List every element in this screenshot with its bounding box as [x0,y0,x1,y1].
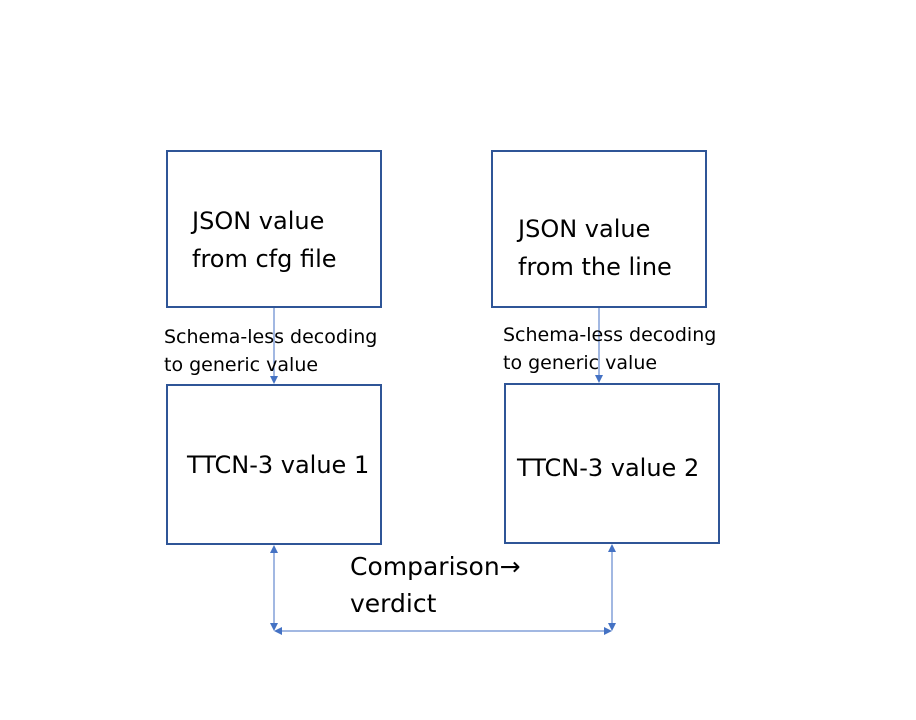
ttcn-value-1-label: TTCN-3 value 1 [187,451,370,479]
decoding-label-right: Schema-less decoding to generic value [503,324,717,374]
json-cfg-label: JSON value from cfg file [192,207,337,273]
json-line-label: JSON value from the line [518,215,672,281]
ttcn-value-1-box [166,384,382,545]
ttcn-value-2-label: TTCN-3 value 2 [517,454,700,482]
decoding-label-left: Schema-less decoding to generic value [164,326,378,376]
json-line-box [491,150,707,308]
comparison-verdict-label: Comparison→ verdict [350,552,521,618]
ttcn-value-2-box [504,383,720,544]
json-cfg-box [166,150,382,308]
